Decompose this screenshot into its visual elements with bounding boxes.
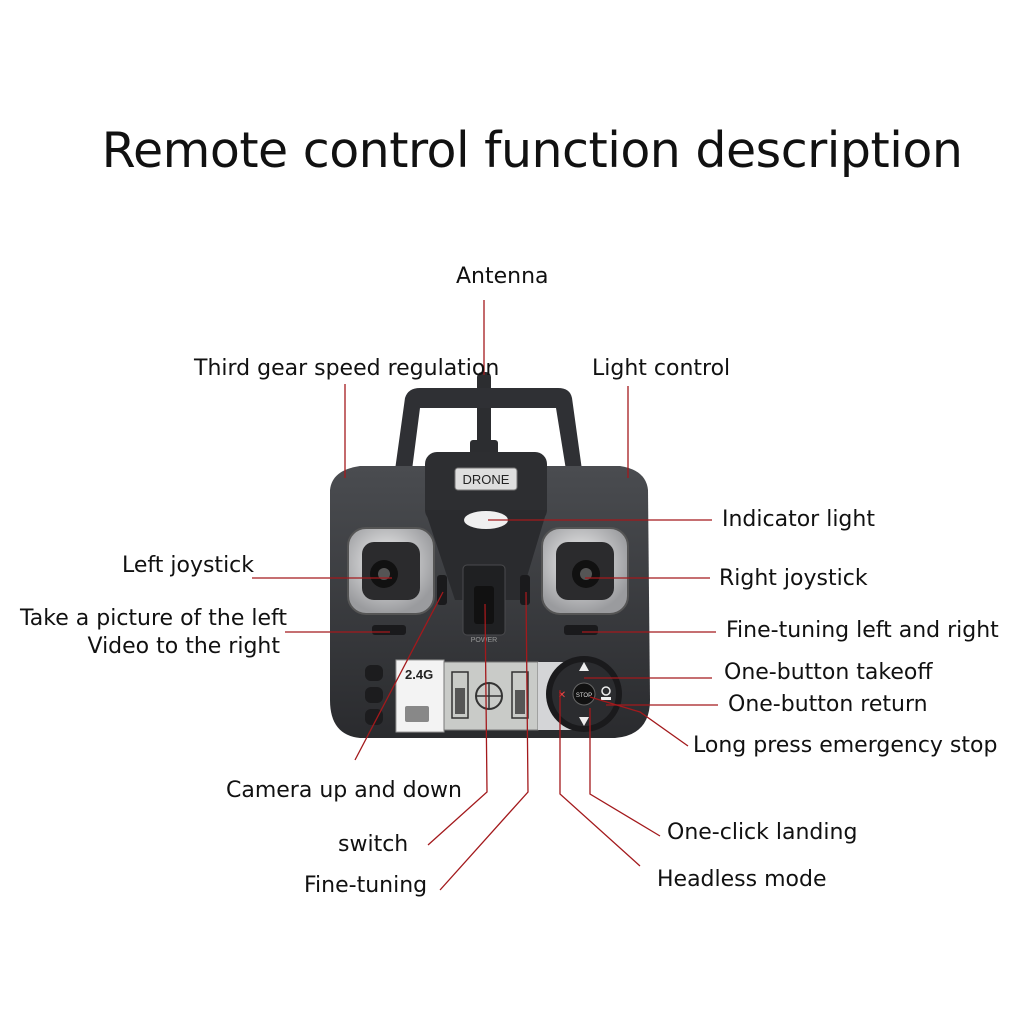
lcd-screen [444,662,538,730]
label-antenna: Antenna [456,264,549,290]
side-buttons[interactable] [365,665,383,725]
label-headless: Headless mode [657,867,826,893]
label-return: One-button return [728,692,928,718]
power-label: POWER [471,637,497,644]
stop-button[interactable]: STOP [573,683,595,705]
label-fine-tuning: Fine-tuning [304,873,427,899]
label-emergency-stop: Long press emergency stop [693,733,997,759]
label-indicator-light: Indicator light [722,507,875,533]
label-landing: One-click landing [667,820,857,846]
label-third-gear: Third gear speed regulation [194,356,499,382]
label-take-picture: Take a picture of the left [20,606,280,632]
band-label: 2.4G [405,667,433,682]
label-light-control: Light control [592,356,730,382]
label-right-joystick: Right joystick [719,566,868,592]
headless-button[interactable]: ✕ [558,690,566,701]
left-joystick[interactable] [348,528,434,614]
power-switch[interactable] [474,586,494,624]
brand-label: DRONE [463,472,510,487]
stop-label: STOP [576,693,592,699]
antenna [470,372,498,460]
label-fine-tuning-lr: Fine-tuning left and right [726,618,999,644]
right-horizontal-trim[interactable] [564,625,598,635]
right-joystick[interactable] [542,528,628,614]
label-video-right: Video to the right [20,634,280,660]
label-switch: switch [338,832,408,858]
svg-text:✕: ✕ [558,690,566,701]
left-horizontal-trim[interactable] [372,625,406,635]
label-takeoff: One-button takeoff [724,660,933,686]
right-trim-switch[interactable] [520,575,530,605]
label-camera-updown: Camera up and down [226,778,462,804]
label-left-joystick: Left joystick [122,553,254,579]
